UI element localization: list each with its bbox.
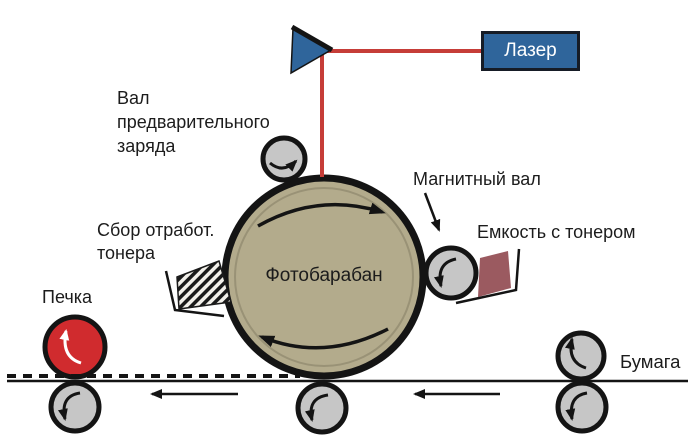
paper-feed-roller-bottom — [555, 380, 609, 434]
paper-label: Бумага — [620, 351, 681, 372]
precharge-roller — [260, 135, 308, 183]
waste-toner-container — [164, 260, 232, 318]
toner-container-label: Емкость с тонером — [477, 222, 636, 242]
precharge-roller-label: Вал предварительного заряда — [117, 88, 270, 156]
drum-rotation-arrow-top — [257, 202, 386, 228]
mirror — [290, 24, 334, 75]
fuser-pressure-roller — [48, 380, 102, 434]
waste-toner-pile — [176, 260, 232, 310]
photo-drum — [221, 174, 427, 380]
toner-container-wall — [455, 248, 521, 305]
mirror-face — [290, 24, 334, 53]
laser-label: Лазер — [504, 40, 557, 61]
fuser-roller — [42, 314, 108, 380]
waste-toner-wall — [164, 270, 225, 318]
toner-supply — [478, 251, 511, 297]
fuser-label: Печка — [42, 287, 93, 307]
waste-toner-label: Сбор отработ. тонера — [97, 220, 215, 263]
magnetic-roller-pointer-arrow — [423, 192, 441, 232]
magnetic-roller-label: Магнитный вал — [413, 169, 541, 189]
drum-rotation-arrow-bottom — [258, 327, 389, 350]
drum-inner-ring — [234, 187, 414, 367]
toner-container — [455, 248, 521, 305]
transfer-roller — [295, 381, 349, 435]
laser-beam — [320, 49, 481, 177]
photo-drum-label: Фотобарабан — [265, 265, 383, 286]
paper-feed-roller-top — [555, 330, 607, 382]
laser-unit: Лазер — [481, 31, 580, 71]
magnetic-roller — [423, 245, 479, 301]
